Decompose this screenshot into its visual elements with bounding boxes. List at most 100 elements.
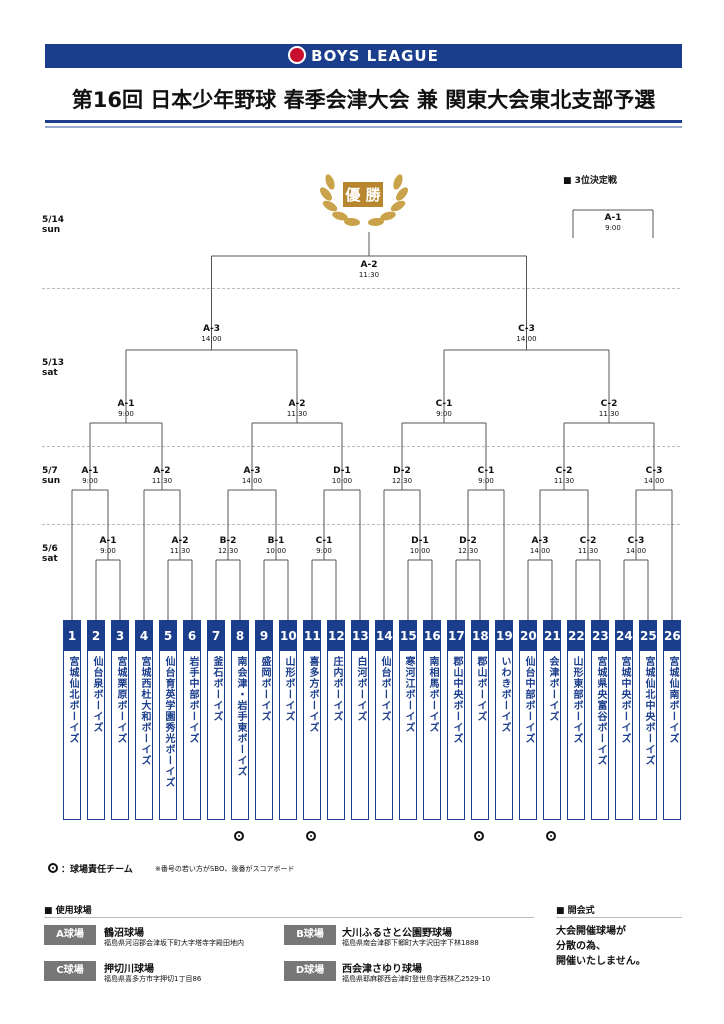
team-number: 15	[400, 621, 417, 651]
venue-duty-marker-icon	[306, 831, 316, 841]
team-number: 13	[352, 621, 369, 651]
team-name: 郡山ボーイズ	[475, 656, 486, 722]
team-name: 宮城西杜大和ボーイズ	[139, 656, 150, 766]
team-name: 仙台ボーイズ	[379, 656, 390, 722]
team-card: 11 喜多方ボーイズ	[303, 620, 321, 820]
venue-tag-c: C球場	[44, 961, 96, 981]
legend-marker-icon	[48, 863, 58, 873]
team-name: 山形東部ボーイズ	[571, 656, 582, 744]
team-name: 郡山中央ボーイズ	[451, 656, 462, 744]
ceremony-text: 大会開催球場が分散の為、開催いたしません。	[556, 926, 646, 967]
team-name: 宮城県央富谷ボーイズ	[595, 656, 606, 766]
team-number: 22	[568, 621, 585, 651]
team-card: 23 宮城県央富谷ボーイズ	[591, 620, 609, 820]
team-number: 5	[160, 621, 176, 651]
day-divider	[42, 288, 680, 289]
team-card: 12 庄内ボーイズ	[327, 620, 345, 820]
venue-address-d: 福島県耶麻郡西会津町登世島字西林乙2529-10	[342, 975, 491, 983]
champion-label: 優 勝	[343, 182, 383, 207]
team-card: 17 郡山中央ボーイズ	[447, 620, 465, 820]
venue-address-c: 福島県喜多方市字押切1丁目86	[104, 975, 202, 983]
team-number: 11	[304, 621, 321, 651]
venue-address-a: 福島県河沼郡会津坂下町大字塔寺字殿田地内	[104, 939, 244, 947]
team-number: 1	[64, 621, 80, 651]
team-number: 4	[136, 621, 152, 651]
team-card: 1 宮城仙北ボーイズ	[63, 620, 81, 820]
team-number: 18	[472, 621, 489, 651]
page-title: 第16回 日本少年野球 春季会津大会 兼 関東大会東北支部予選	[71, 88, 656, 112]
team-card: 22 山形東部ボーイズ	[567, 620, 585, 820]
league-logo-icon	[288, 46, 307, 64]
team-number: 19	[496, 621, 513, 651]
team-name: 会津ボーイズ	[547, 656, 558, 722]
legend-note: ※番号の若い方がSBO、後番がスコアボード	[155, 865, 295, 873]
laurel-wreath-icon	[320, 174, 408, 227]
league-banner: BOYS LEAGUE	[45, 44, 682, 68]
team-card: 9 盛岡ボーイズ	[255, 620, 273, 820]
team-name: 盛岡ボーイズ	[259, 656, 270, 722]
third-place-heading: ■ 3位決定戦	[563, 176, 617, 186]
team-number: 23	[592, 621, 609, 651]
team-name: 仙台中部ボーイズ	[523, 656, 534, 744]
team-card: 15 寒河江ボーイズ	[399, 620, 417, 820]
team-name: 白河ボーイズ	[355, 656, 366, 722]
venues-heading: ■ 使用球場	[44, 906, 92, 916]
team-number: 9	[256, 621, 272, 651]
team-number: 26	[664, 621, 681, 651]
team-name: 庄内ボーイズ	[331, 656, 342, 722]
team-card: 4 宮城西杜大和ボーイズ	[135, 620, 153, 820]
team-number: 17	[448, 621, 465, 651]
team-number: 12	[328, 621, 345, 651]
title-underline	[45, 120, 682, 123]
venue-tag-a: A球場	[44, 925, 96, 945]
day-divider	[42, 446, 680, 447]
venues-divider	[44, 917, 534, 918]
ceremony-heading: ■ 開会式	[556, 906, 595, 916]
team-card: 18 郡山ボーイズ	[471, 620, 489, 820]
team-number: 3	[112, 621, 128, 651]
venue-tag-b: B球場	[284, 925, 336, 945]
team-number: 6	[184, 621, 200, 651]
team-name: 喜多方ボーイズ	[307, 656, 318, 733]
title-underline-thin	[45, 126, 682, 128]
team-card: 13 白河ボーイズ	[351, 620, 369, 820]
team-name: 寒河江ボーイズ	[403, 656, 414, 733]
team-number: 10	[280, 621, 297, 651]
team-name: 宮城仙北ボーイズ	[67, 656, 78, 744]
venue-tag-d: D球場	[284, 961, 336, 981]
team-name: 南会津・岩手東ボーイズ	[235, 656, 246, 777]
